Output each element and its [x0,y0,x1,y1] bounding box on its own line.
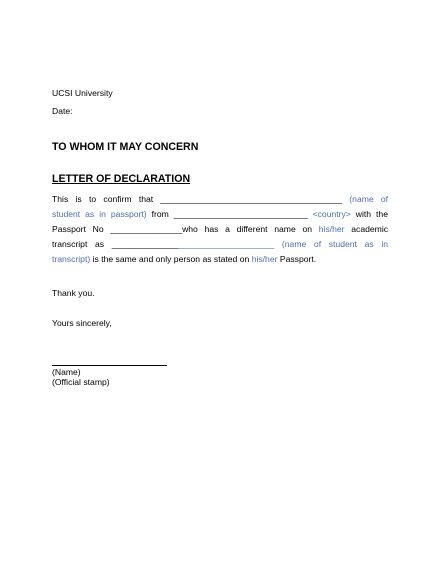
closing-text: Yours sincerely, [52,318,112,328]
template-hint: (name [281,239,307,249]
transcript-name-blank: __________________________________ [111,239,275,249]
template-hint: as [364,239,374,249]
body-word: Passport. [279,254,317,264]
body-word: a [225,224,230,234]
template-hint: <country> [312,209,351,219]
country-blank: ____________________________ [173,209,308,219]
template-hint: of [313,239,322,249]
body-word: with [355,209,372,219]
date-label: Date: [52,106,73,116]
body-text: is the same and only person as stated on [92,254,250,264]
thank-you-text: Thank you. [52,288,95,298]
body-line-3: Passport No _______________who has a dif… [52,224,388,235]
body-word: This [52,194,69,204]
body-word: who [182,224,198,234]
body-word: different [236,224,268,234]
body-line-1: This is to confirm that ________________… [52,194,388,205]
recipient-name-blank: ______________________________________ [160,194,343,204]
template-hint: of [380,194,389,204]
body-line-4: transcript as __________________________… [52,239,388,250]
official-stamp-label: (Official stamp) [52,377,110,387]
body-word: from [151,209,169,219]
body-word: name [274,224,296,234]
body-word: the [376,209,388,219]
template-hint: his/her [318,224,345,234]
university-name: UCSI University [52,88,113,98]
body-word: on [302,224,313,234]
body-word: to [88,194,97,204]
body-word: confirm [103,194,132,204]
body-word: Passport [52,224,86,234]
body-word: that [138,194,154,204]
template-hint: student [328,239,357,249]
body-line-5: transcript) is the same and only person … [52,254,388,265]
body-line-2: student as in passport) from ___________… [52,209,388,220]
signature-name: (Name) [52,367,81,377]
body-word: as [95,239,105,249]
signature-line [52,365,167,366]
concern-heading: TO WHOM IT MAY CONCERN [52,141,199,153]
template-hint: student as in passport) [52,209,147,219]
template-hint: transcript) [52,254,91,264]
body-word: has [204,224,219,234]
declaration-heading: LETTER OF DECLARATION [52,173,191,185]
body-word: is [75,194,82,204]
passport-number-blank: _______________ [110,224,183,234]
template-hint: his/her [251,254,278,264]
body-word: No [92,224,104,234]
body-word: academic [351,224,389,234]
body-word: transcript [52,239,88,249]
template-hint: (name [349,194,374,204]
template-hint: in [381,239,389,249]
